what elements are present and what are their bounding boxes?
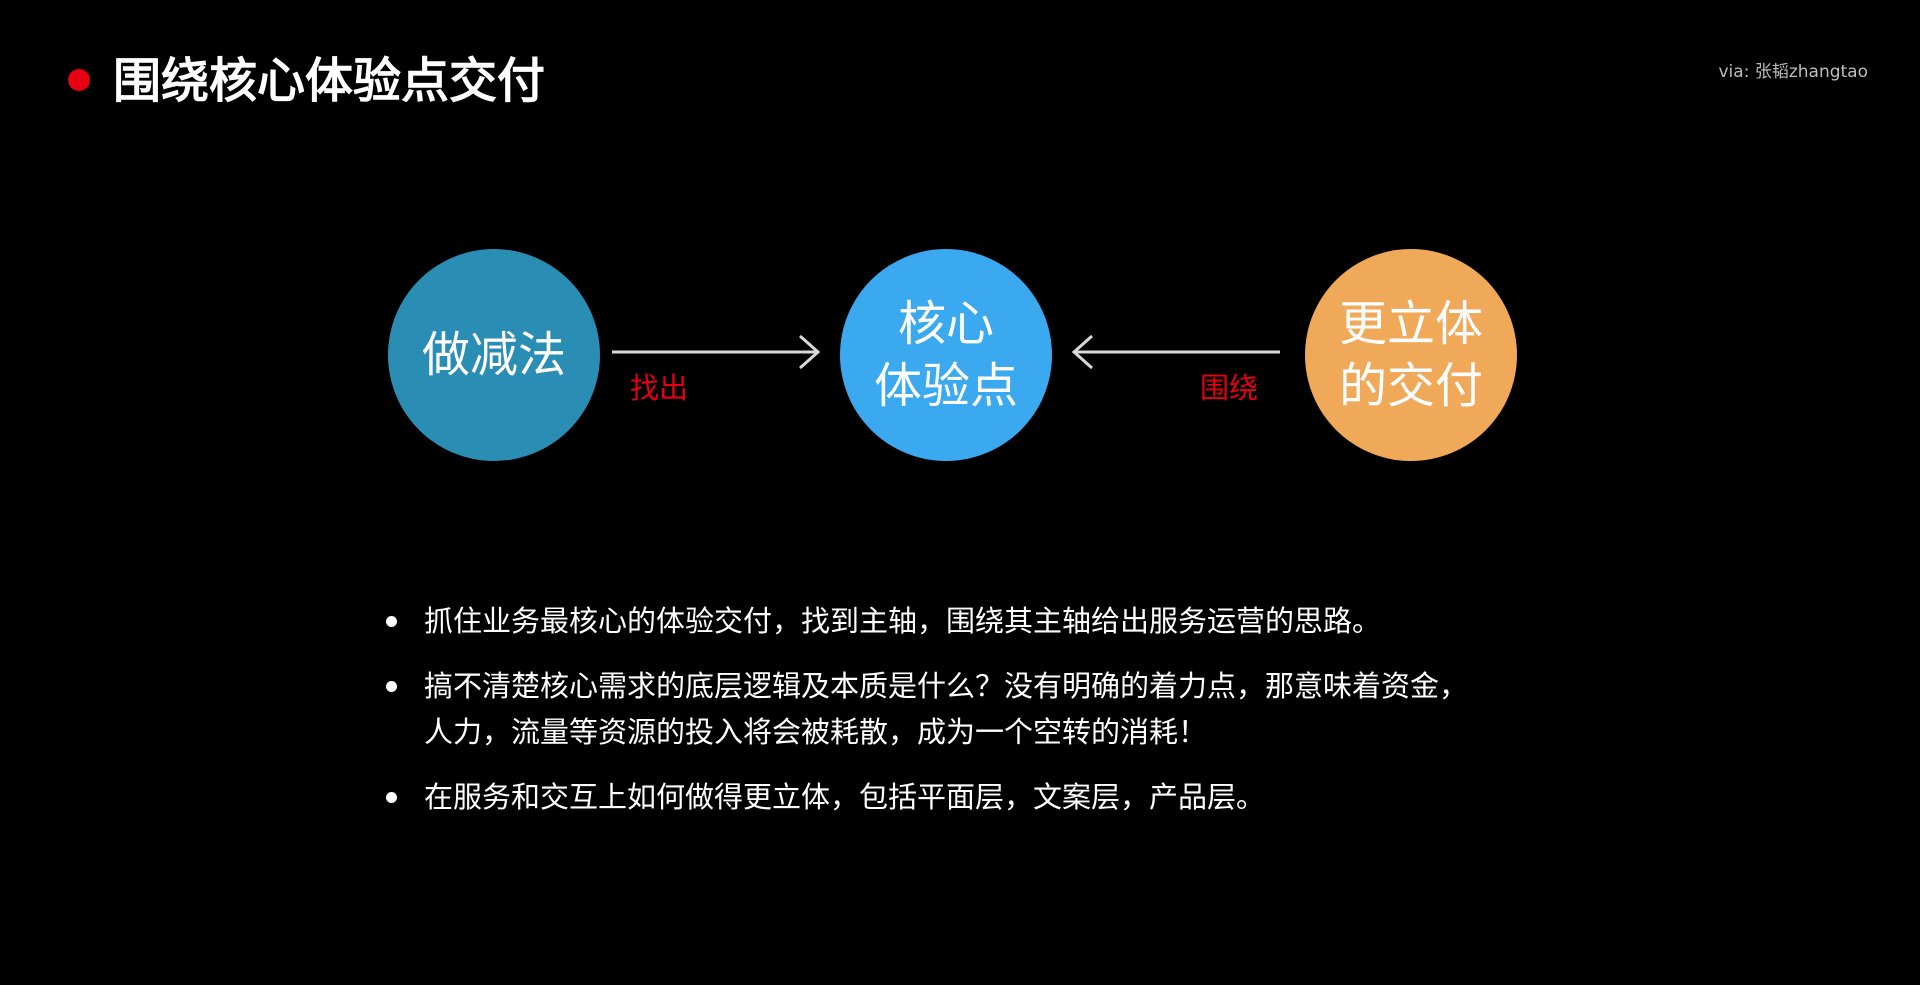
circle-subtract: 做减法 — [388, 249, 600, 461]
arrow-left-icon — [1071, 334, 1280, 370]
circle-core-line1: 核心 — [897, 296, 994, 352]
bullet-dot — [386, 616, 397, 627]
bullet-text: 在服务和交互上如何做得更立体，包括平面层，文案层，产品层。 — [424, 780, 1266, 814]
arrow-right-icon — [612, 334, 821, 370]
page-title: 围绕核心体验点交付 — [113, 53, 546, 109]
bullet-dot — [386, 681, 397, 692]
via-credit: via: 张韬zhangtao — [1718, 62, 1869, 82]
circle-subtract-label: 做减法 — [421, 327, 566, 383]
title-bullet-dot — [68, 69, 90, 91]
circle-delivery-line2: 的交付 — [1338, 358, 1483, 414]
circle-core-experience: 核心 体验点 — [840, 249, 1052, 461]
bullet-item: 抓住业务最核心的体验交付，找到主轴，围绕其主轴给出服务运营的思路。 — [382, 598, 1472, 644]
bullet-list: 抓住业务最核心的体验交付，找到主轴，围绕其主轴给出服务运营的思路。 搞不清楚核心… — [382, 598, 1472, 839]
bullet-text: 搞不清楚核心需求的底层逻辑及本质是什么？没有明确的着力点，那意味着资金，人力，流… — [424, 669, 1469, 749]
circle-delivery: 更立体 的交付 — [1305, 249, 1517, 461]
arrow-find — [610, 334, 824, 370]
circle-core-line2: 体验点 — [873, 358, 1018, 414]
arrow-around — [1068, 334, 1282, 370]
arrow-label-around: 围绕 — [1200, 371, 1259, 405]
bullet-text: 抓住业务最核心的体验交付，找到主轴，围绕其主轴给出服务运营的思路。 — [424, 604, 1382, 638]
bullet-item: 搞不清楚核心需求的底层逻辑及本质是什么？没有明确的着力点，那意味着资金，人力，流… — [382, 663, 1472, 755]
circle-delivery-line1: 更立体 — [1338, 296, 1483, 352]
bullet-item: 在服务和交互上如何做得更立体，包括平面层，文案层，产品层。 — [382, 774, 1472, 820]
arrow-label-find: 找出 — [630, 371, 689, 405]
bullet-dot — [386, 792, 397, 803]
